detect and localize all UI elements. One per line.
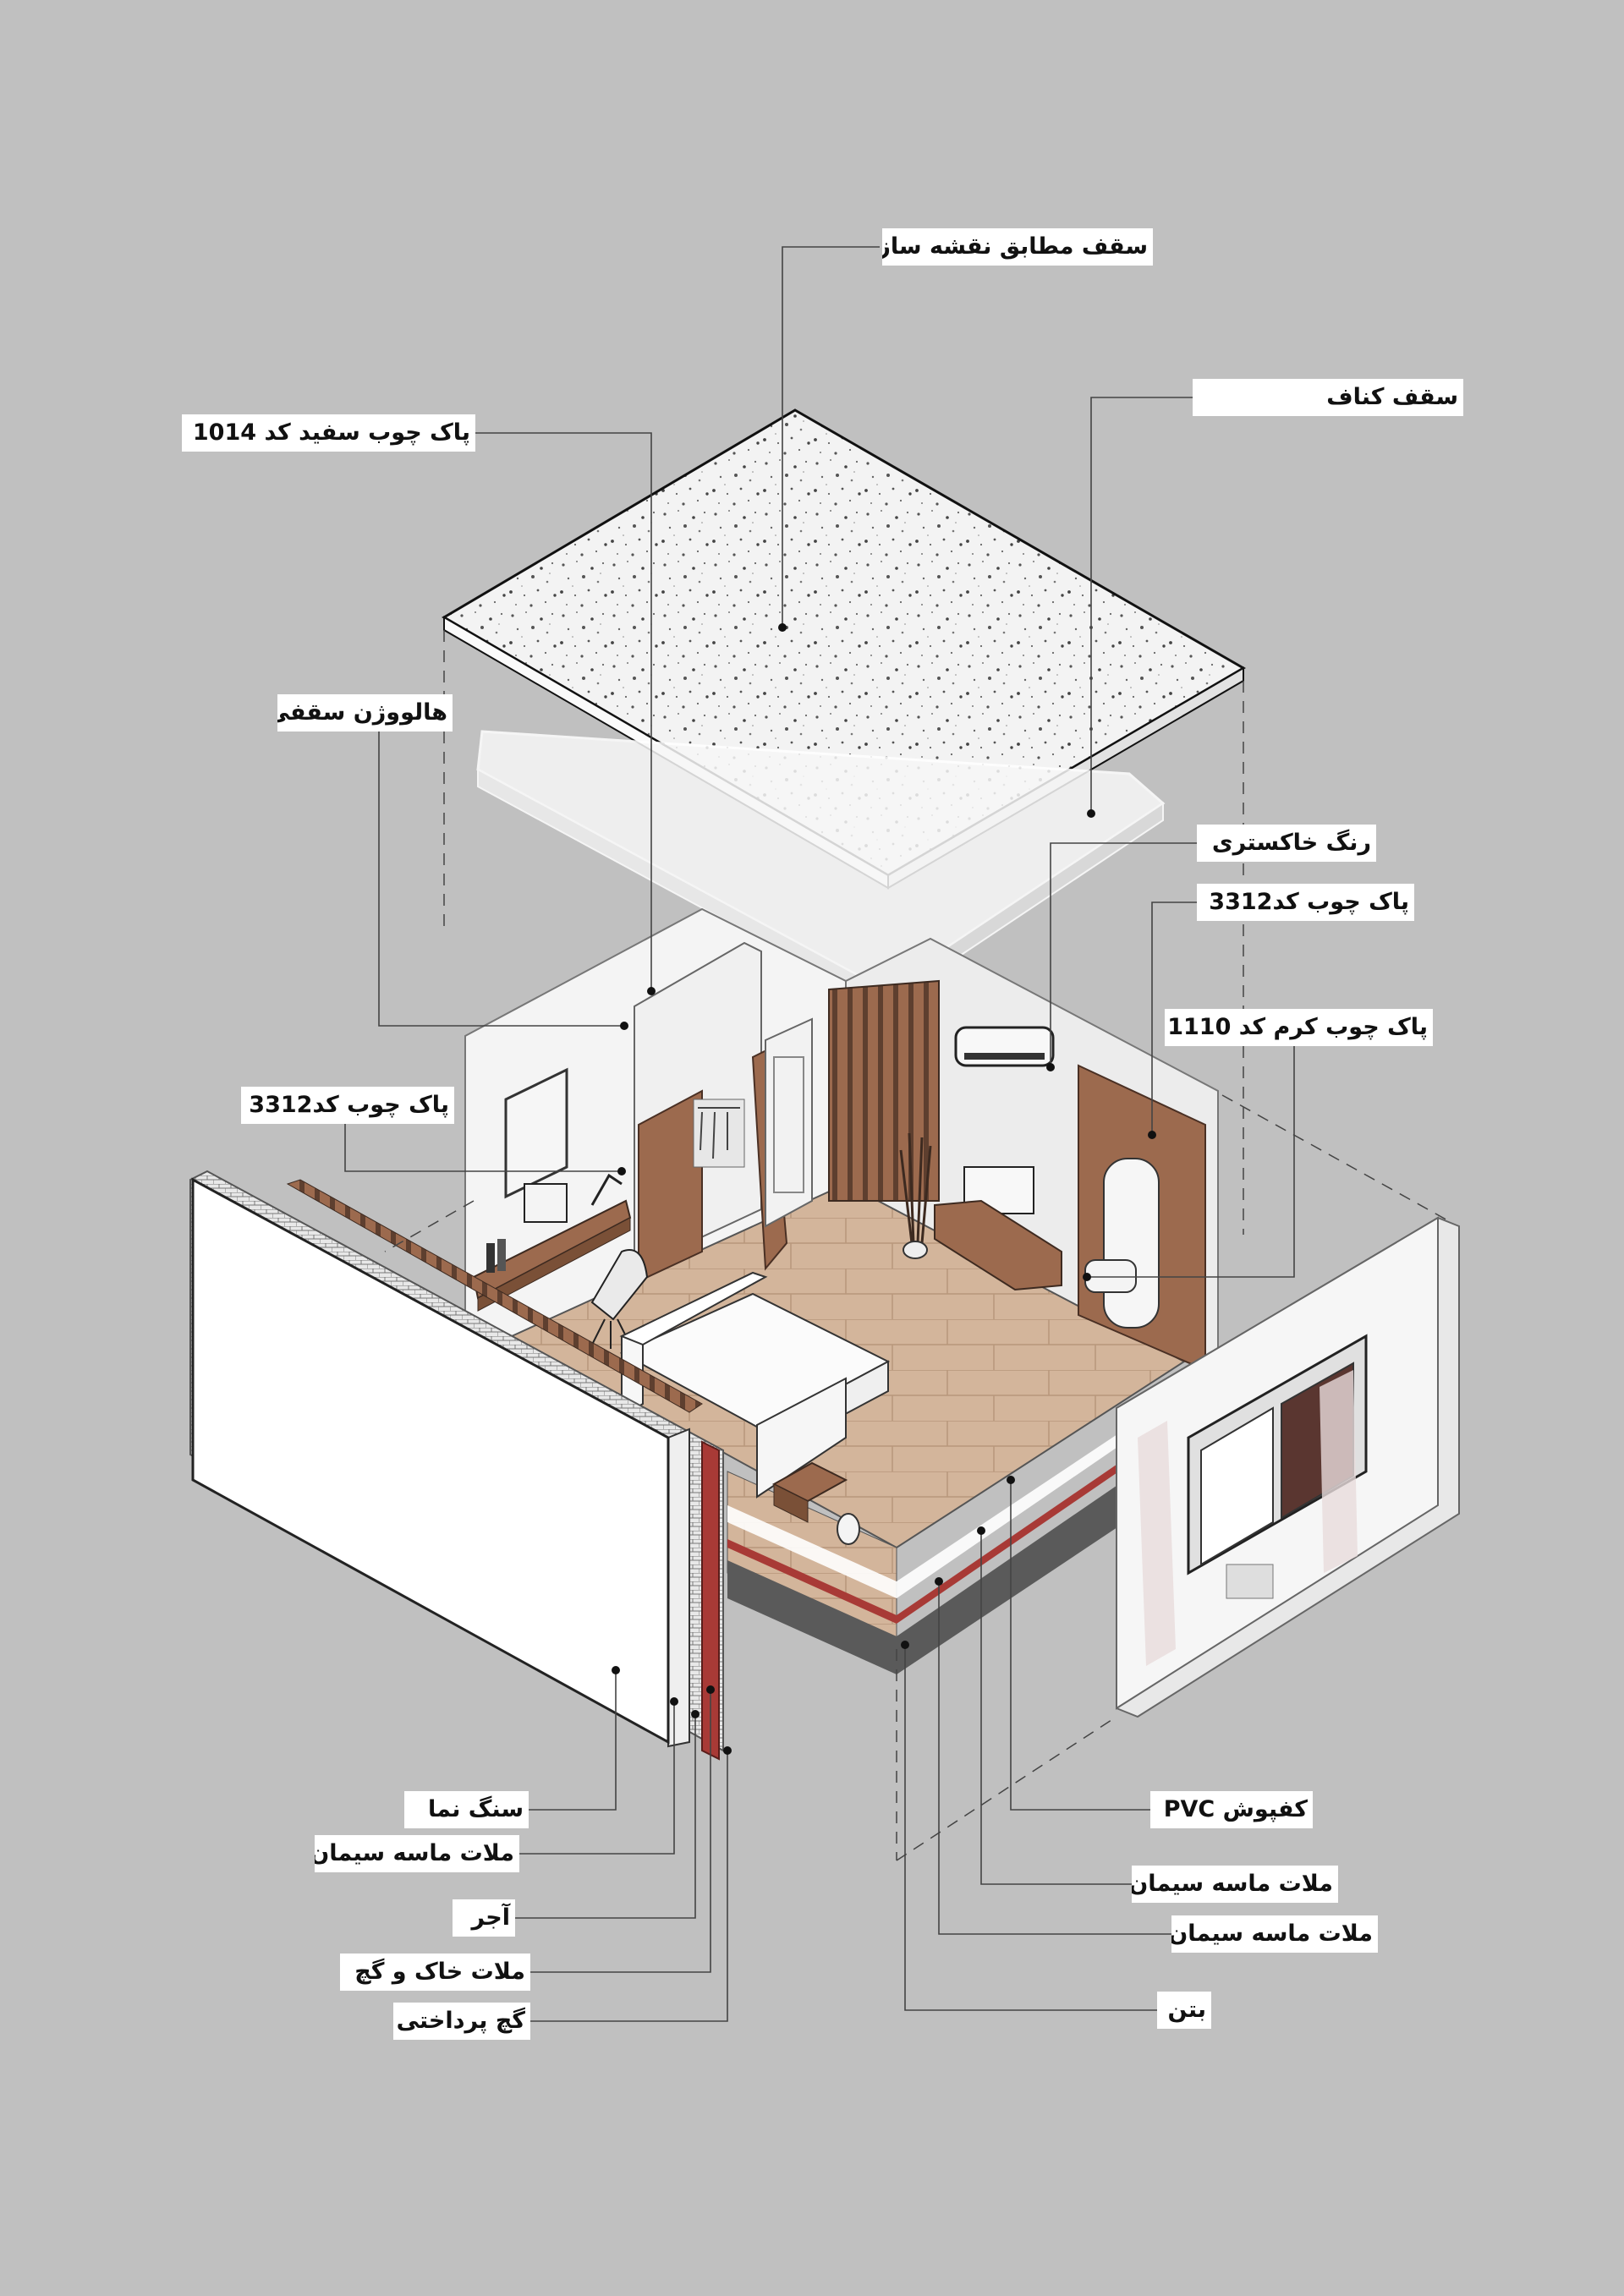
dashed-projection-lines [384,630,1451,1861]
tv-unit [934,1166,1062,1291]
air-conditioner [954,1026,1055,1067]
label-floor-cement-mortar-2: ملات ماسه سیمان [1171,1915,1378,1953]
label-knauf-ceiling: سقف کناف [1193,379,1463,416]
label-wood-cream-1110: پاک چوب کرم کد 1110 [1165,1009,1433,1046]
bench [771,1461,860,1545]
label-ceiling-structure: سقف مطابق نقشه سازه [882,228,1153,266]
knauf-ceiling-panel [476,730,1166,1008]
leader-dots [612,623,1156,1755]
label-wood-3312-left: پاک چوب کد3312 [241,1087,454,1124]
label-finish-plaster: گچ پرداختی [393,2003,530,2040]
plant-vase [899,1132,932,1259]
mirror-frame [504,1067,568,1199]
label-brick: آجر [453,1899,515,1937]
exploded-left-wall [189,1170,724,1761]
wood-wall-panel-right [1078,1064,1206,1372]
label-ceiling-halogen: هالووژن سقفی [277,694,453,732]
desk [472,1173,632,1312]
label-wood-3312-right: پاک چوب کد3312 [1197,884,1414,921]
label-wall-cement-mortar: ملات ماسه سیمان [315,1835,519,1872]
label-pvc-floor: کفپوش PVC [1150,1791,1313,1828]
exploded-right-wall [1116,1216,1460,1718]
label-grey-paint: رنگ خاکستری [1197,825,1376,862]
label-wood-white-1014: پاک چوب سفید کد 1014 [182,414,475,452]
label-floor-cement-mortar-1: ملات ماسه سیمان [1132,1866,1338,1903]
label-concrete: بتن [1157,1992,1211,2029]
door [765,1017,813,1228]
label-facade-stone: سنگ نما [404,1791,529,1828]
bed [619,1271,891,1499]
label-soil-gypsum-mortar: ملات خاک و گچ [340,1954,530,1991]
slatted-wood-panel [828,979,940,1202]
